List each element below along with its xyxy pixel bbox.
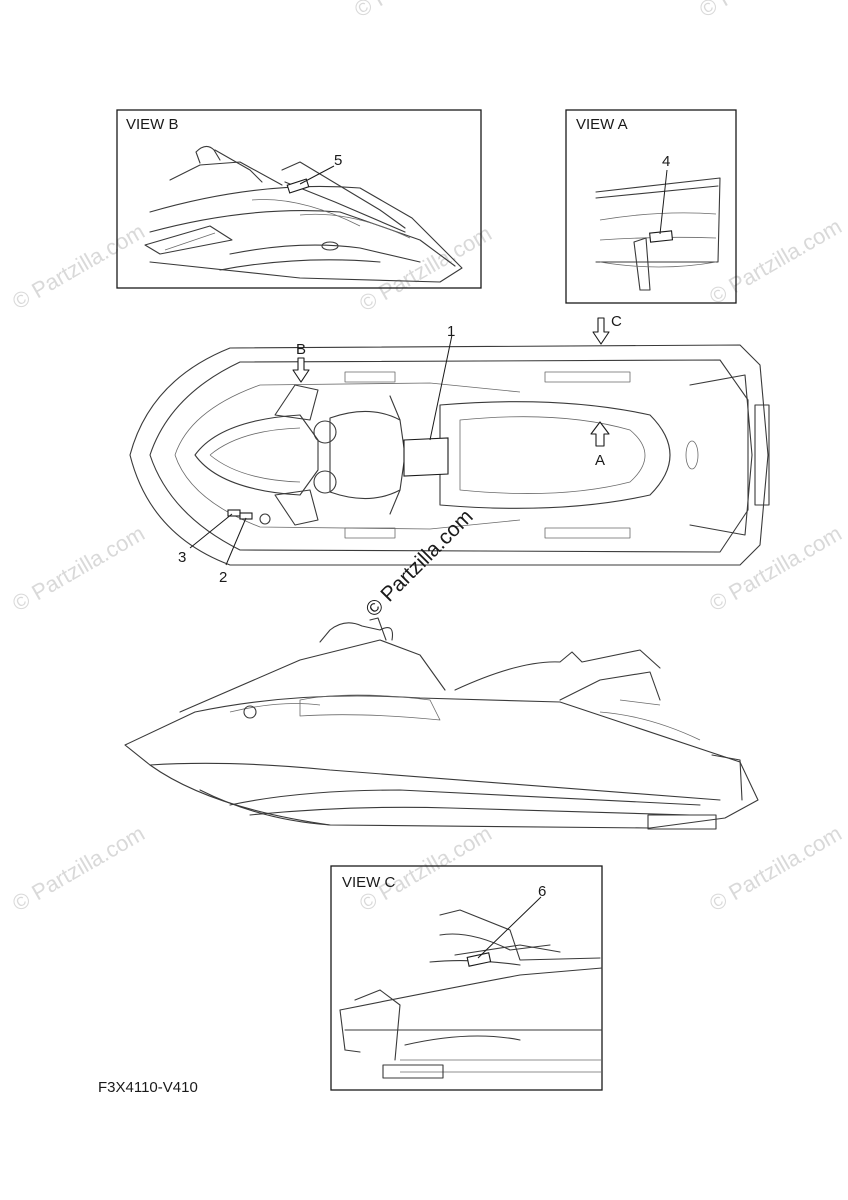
direction-marker-c: C bbox=[611, 313, 622, 330]
watermark: © Partzilla.com bbox=[355, 221, 496, 317]
direction-marker-a: A bbox=[595, 452, 605, 469]
watermark: © Partzilla.com bbox=[8, 219, 149, 315]
top-view: 1 3 2 B C A bbox=[129, 313, 770, 586]
view-c-panel: VIEW C 6 bbox=[330, 865, 603, 1091]
watermark: © Partzilla.com bbox=[705, 821, 846, 917]
decal-4 bbox=[649, 230, 674, 243]
watermark: © Partzilla.com bbox=[8, 521, 149, 617]
view-a-title: VIEW A bbox=[576, 116, 628, 133]
watermark: © Partzilla.com bbox=[705, 214, 846, 310]
direction-arrow-a bbox=[590, 421, 610, 447]
callout-6: 6 bbox=[538, 883, 546, 900]
view-b-title: VIEW B bbox=[126, 116, 179, 133]
decal-1 bbox=[403, 437, 449, 477]
direction-arrow-b bbox=[292, 357, 310, 383]
part-code: F3X4110-V410 bbox=[98, 1079, 198, 1096]
view-b-panel: VIEW B 5 bbox=[116, 109, 482, 289]
direction-marker-b: B bbox=[296, 341, 306, 358]
direction-arrow-c bbox=[592, 317, 610, 345]
watermark: © Partzilla.com bbox=[350, 0, 491, 22]
watermark: © Partzilla.com bbox=[695, 0, 836, 22]
callout-3: 3 bbox=[178, 549, 186, 566]
callout-5: 5 bbox=[334, 152, 342, 169]
watermark: © Partzilla.com bbox=[8, 821, 149, 917]
watermark: © Partzilla.com bbox=[705, 521, 846, 617]
view-c-title: VIEW C bbox=[342, 874, 396, 891]
callout-2: 2 bbox=[219, 569, 227, 586]
watermark: © Partzilla.com bbox=[355, 821, 496, 917]
view-a-panel: VIEW A 4 bbox=[565, 109, 737, 304]
decal-6 bbox=[466, 952, 492, 967]
decal-3 bbox=[227, 509, 241, 517]
center-watermark: © Partzilla.com bbox=[361, 505, 477, 621]
callout-4: 4 bbox=[662, 153, 670, 170]
side-view bbox=[124, 617, 759, 830]
callout-1: 1 bbox=[447, 323, 455, 340]
